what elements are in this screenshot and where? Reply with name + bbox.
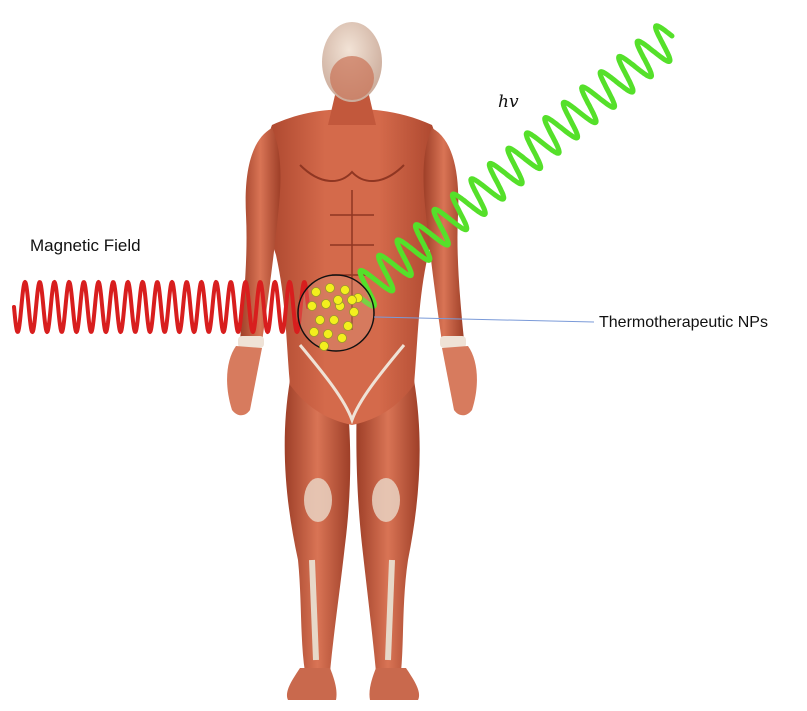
left-arm <box>240 128 280 342</box>
nanoparticle <box>320 342 329 351</box>
left-wrist <box>238 336 264 348</box>
right-wrist <box>440 336 466 348</box>
nanoparticle <box>308 302 317 311</box>
nanoparticle <box>350 308 359 317</box>
human-figure-icon <box>227 22 477 700</box>
nanoparticle <box>341 286 350 295</box>
nanoparticles-label: Thermotherapeutic NPs <box>599 314 768 332</box>
right-hand <box>442 346 477 415</box>
nanoparticle-region <box>298 275 374 351</box>
nanoparticle <box>326 284 335 293</box>
nanoparticle <box>338 334 347 343</box>
left-hand <box>227 346 262 415</box>
right-knee <box>372 478 400 522</box>
nanoparticle <box>312 288 321 297</box>
magnetic-field-wave <box>14 282 308 332</box>
light-label: hv <box>498 92 519 112</box>
right-shin-tendon <box>388 560 392 660</box>
nanoparticle <box>316 316 325 325</box>
left-shin-tendon <box>312 560 316 660</box>
nanoparticle <box>322 300 331 309</box>
nanoparticle <box>348 296 357 305</box>
nanoparticle <box>310 328 319 337</box>
left-foot <box>287 668 337 700</box>
nanoparticle-region-circle <box>298 275 374 351</box>
nanoparticle <box>334 296 343 305</box>
nanoparticle <box>344 322 353 331</box>
face-muscles <box>330 56 374 100</box>
nanoparticle <box>330 316 339 325</box>
left-knee <box>304 478 332 522</box>
right-foot <box>369 668 419 700</box>
magnetic-field-label: Magnetic Field <box>30 236 141 256</box>
nanoparticle <box>324 330 333 339</box>
